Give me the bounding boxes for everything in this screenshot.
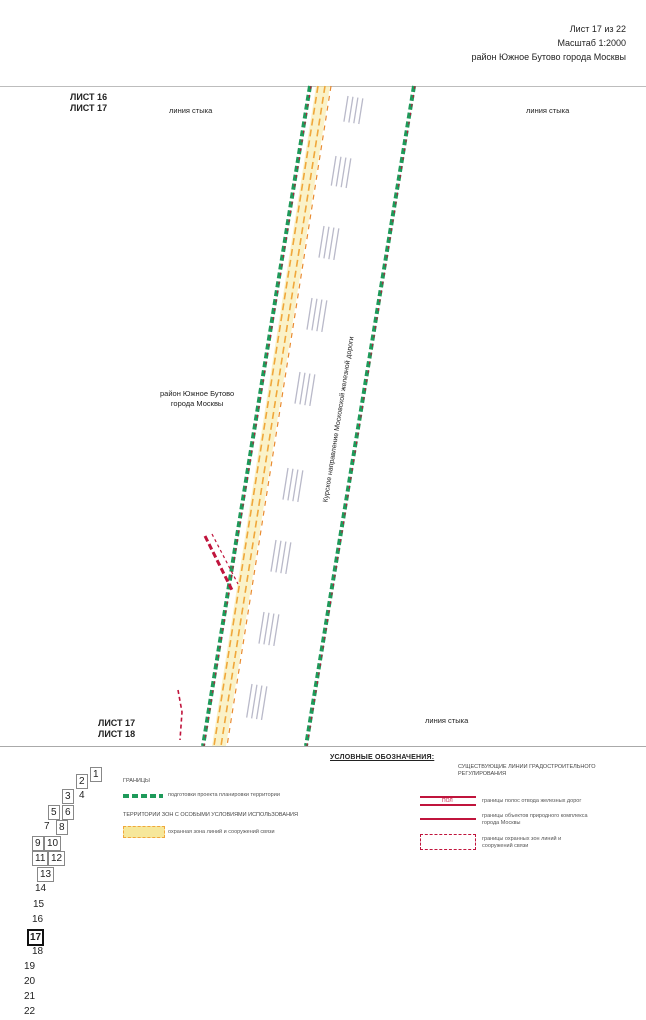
railway-tracks — [246, 95, 364, 721]
header-block: Лист 17 из 22 Масштаб 1:2000 район Южное… — [472, 22, 626, 64]
sheet-top-current: ЛИСТ 17 — [70, 103, 108, 113]
joint-line-bottom: линия стыка — [425, 716, 469, 725]
legend-zones-heading: ТЕРРИТОРИИ ЗОН С ОСОБЫМИ УСЛОВИЯМИ ИСПОЛ… — [123, 812, 298, 818]
sheet-index-22[interactable]: 22 — [24, 1006, 36, 1017]
project-boundary-left — [201, 85, 312, 746]
sheet-index-7[interactable]: 7 — [44, 821, 50, 832]
district-name: район Южное Бутово города Москвы — [471, 52, 626, 62]
sheet-index-11[interactable]: 11 — [32, 851, 49, 866]
legend-existing-heading: СУЩЕСТВУЮЩИЕ ЛИНИИ ГРАДОСТРОИТЕЛЬНОГО РЕ… — [458, 764, 596, 777]
natural-object-boundary-3 — [177, 689, 183, 741]
sheet-top-prev: ЛИСТ 16 — [70, 92, 108, 102]
legend-title: УСЛОВНЫЕ ОБОЗНАЧЕНИЯ: — [330, 754, 435, 761]
map-scale: Масштаб 1:2000 — [557, 38, 626, 48]
comm-line-1 — [213, 85, 319, 746]
map-canvas — [177, 85, 416, 746]
sheet-index-15[interactable]: 15 — [33, 899, 45, 910]
joint-line-top-left: линия стыка — [169, 106, 213, 115]
comm-line-2 — [220, 85, 326, 746]
joint-line-top-right: линия стыка — [526, 106, 570, 115]
sheet-index-9[interactable]: 9 — [32, 836, 44, 851]
comm-protection-zone — [212, 86, 330, 746]
legend-comm-zone-swatch — [420, 834, 476, 850]
natural-object-boundary-1 — [203, 535, 234, 591]
sheet-index-10[interactable]: 10 — [44, 836, 62, 851]
sheet-index-1[interactable]: 1 — [90, 767, 102, 782]
legend-boundaries-heading: ГРАНИЦЫ — [123, 778, 150, 784]
sheet-index-5[interactable]: 5 — [48, 805, 60, 820]
sheet-index-19[interactable]: 19 — [24, 961, 36, 972]
rail-strip-right — [306, 85, 416, 746]
project-boundary-right — [304, 85, 416, 746]
sheet-index-14[interactable]: 14 — [35, 883, 47, 894]
sheet-index-21[interactable]: 21 — [24, 991, 36, 1002]
sheet-index-16[interactable]: 16 — [32, 914, 44, 925]
legend-green-swatch — [123, 794, 163, 798]
area-label-line1: район Южное Бутово — [160, 389, 235, 398]
sheet-index-17-current[interactable]: 17 — [27, 929, 45, 946]
rail-strip-left — [203, 85, 312, 746]
area-label: район Южное Бутово города Москвы — [160, 389, 234, 409]
map-bottom-border — [0, 746, 646, 747]
sheet-bottom-labels: ЛИСТ 17 ЛИСТ 18 — [98, 718, 135, 740]
legend-rail-strip-swatch: ПОЛ — [420, 796, 476, 806]
sheet-index-18[interactable]: 18 — [32, 946, 44, 957]
sheet-index-12[interactable]: 12 — [48, 851, 66, 866]
sheet-index-6[interactable]: 6 — [62, 805, 74, 820]
legend-natural-swatch — [420, 818, 476, 820]
legend-zone-item: охранная зона линий и сооружений связи — [168, 829, 275, 835]
legend-natural: границы объектов природного комплекса го… — [482, 813, 588, 826]
sheet-bottom-next: ЛИСТ 18 — [98, 729, 136, 739]
sheet-index-20[interactable]: 20 — [24, 976, 36, 987]
sheet-top-labels: ЛИСТ 16 ЛИСТ 17 — [70, 92, 107, 114]
legend-comm-zone: границы охранных зон линий и сооружений … — [482, 836, 562, 849]
sheet-index-2[interactable]: 2 — [76, 774, 88, 789]
comm-line-3 — [226, 85, 332, 746]
sheet-index-3[interactable]: 3 — [62, 789, 74, 804]
area-label-line2: города Москвы — [170, 399, 224, 408]
sheet-index-4[interactable]: 4 — [79, 790, 85, 801]
legend-rail-strip: границы полос отвода железных дорог — [482, 798, 582, 804]
legend-project-boundary: подготовки проекта планировки территории — [168, 792, 280, 798]
sheet-index-13[interactable]: 13 — [37, 867, 55, 882]
legend-yellow-swatch — [123, 826, 165, 838]
sheet-index-8[interactable]: 8 — [56, 820, 68, 835]
sheet-number: Лист 17 из 22 — [569, 24, 626, 34]
sheet-bottom-current: ЛИСТ 17 — [98, 718, 136, 728]
